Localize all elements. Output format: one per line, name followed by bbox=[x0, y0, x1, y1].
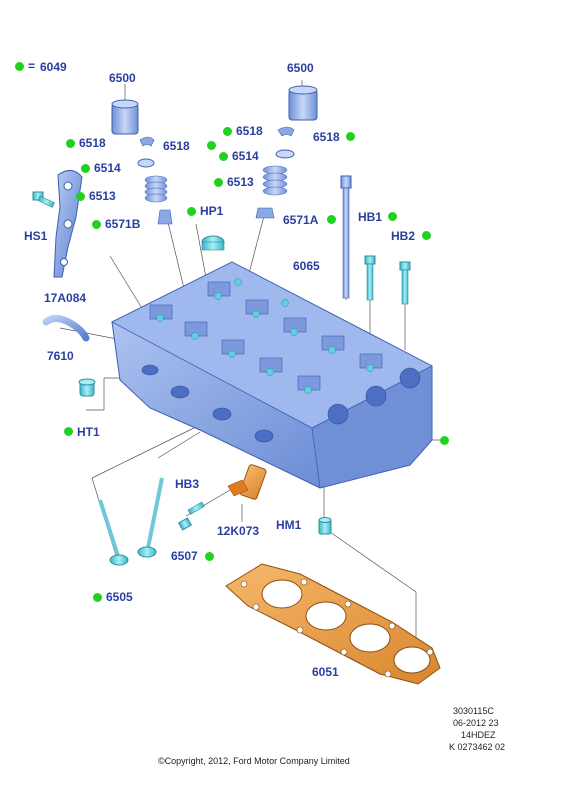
plug-hm1 bbox=[318, 517, 332, 535]
label-6518-right-a: 6518 bbox=[236, 124, 263, 138]
dot-ht1 bbox=[64, 427, 73, 436]
dot-cylinder-head bbox=[440, 436, 449, 445]
label-hm1: HM1 bbox=[276, 518, 302, 532]
label-6500-right: 6500 bbox=[287, 61, 314, 75]
label-ht1: HT1 bbox=[77, 425, 100, 439]
dot-hb2 bbox=[422, 231, 431, 240]
dot-hb1 bbox=[388, 212, 397, 221]
label-hb2: HB2 bbox=[391, 229, 416, 243]
valve-6507 bbox=[137, 477, 164, 558]
dot-6571a bbox=[327, 215, 336, 224]
label-6518-left-a: 6518 bbox=[79, 136, 106, 150]
label-hb3: HB3 bbox=[175, 477, 200, 491]
label-12k073: 12K073 bbox=[217, 524, 260, 538]
label-6513-left: 6513 bbox=[89, 189, 116, 203]
label-17a084: 17A084 bbox=[44, 291, 87, 305]
footer-ref-2: 06-2012 23 bbox=[453, 718, 499, 728]
valve-6505 bbox=[98, 499, 129, 566]
legend-code: 6049 bbox=[40, 60, 67, 74]
label-6571a: 6571A bbox=[283, 213, 319, 227]
label-6571b: 6571B bbox=[105, 217, 141, 231]
plug-ht1 bbox=[78, 378, 96, 397]
footer-copyright: ©Copyright, 2012, Ford Motor Company Lim… bbox=[158, 756, 350, 766]
label-6518-left-b: 6518 bbox=[163, 139, 190, 153]
dot-6518-right-a bbox=[223, 127, 232, 136]
dot-6571b bbox=[92, 220, 101, 229]
bolt-hb3 bbox=[177, 501, 205, 531]
dot-6507 bbox=[205, 552, 214, 561]
label-6500-left: 6500 bbox=[109, 71, 136, 85]
screw-hs1 bbox=[32, 191, 55, 208]
label-hb1: HB1 bbox=[358, 210, 383, 224]
label-6505: 6505 bbox=[106, 590, 133, 604]
legend-equals: = bbox=[28, 59, 36, 73]
dot-6514-left bbox=[81, 164, 90, 173]
valve-train-left bbox=[111, 99, 173, 225]
dot-6518-left-b bbox=[207, 141, 216, 150]
sensor-12k073 bbox=[227, 464, 267, 500]
dot-6513-left bbox=[76, 192, 85, 201]
dot-6513-right bbox=[214, 178, 223, 187]
label-6051: 6051 bbox=[312, 665, 339, 679]
footer-ref-1: 3030115C bbox=[453, 706, 494, 716]
cylinder-head bbox=[111, 261, 433, 489]
bolt-hb2 bbox=[399, 261, 411, 305]
label-hs1: HS1 bbox=[24, 229, 48, 243]
label-hp1: HP1 bbox=[200, 204, 224, 218]
plug-hp1 bbox=[201, 235, 225, 251]
bracket-17a084 bbox=[53, 170, 83, 278]
label-6513-right: 6513 bbox=[227, 175, 254, 189]
label-6518-right-b: 6518 bbox=[313, 130, 340, 144]
bolt-6065 bbox=[340, 175, 352, 299]
bolt-hb1 bbox=[364, 255, 376, 301]
dot-6518-right-b bbox=[346, 132, 355, 141]
label-6514-left: 6514 bbox=[94, 161, 121, 175]
footer-ref-4: K 0273462 02 bbox=[449, 742, 506, 752]
dot-6518-left-a bbox=[66, 139, 75, 148]
leader-lines bbox=[59, 80, 440, 660]
label-6065: 6065 bbox=[293, 259, 320, 273]
valve-train-right bbox=[255, 85, 318, 219]
legend-dot bbox=[15, 62, 24, 71]
label-6507: 6507 bbox=[171, 549, 198, 563]
dot-6505 bbox=[93, 593, 102, 602]
footer-ref-3: 14HDEZ bbox=[461, 730, 496, 740]
dot-hp1 bbox=[187, 207, 196, 216]
label-7610: 7610 bbox=[47, 349, 74, 363]
gasket-6051 bbox=[225, 563, 441, 685]
label-6514-right: 6514 bbox=[232, 149, 259, 163]
hose-7610 bbox=[42, 315, 90, 342]
dot-6514-right bbox=[219, 152, 228, 161]
